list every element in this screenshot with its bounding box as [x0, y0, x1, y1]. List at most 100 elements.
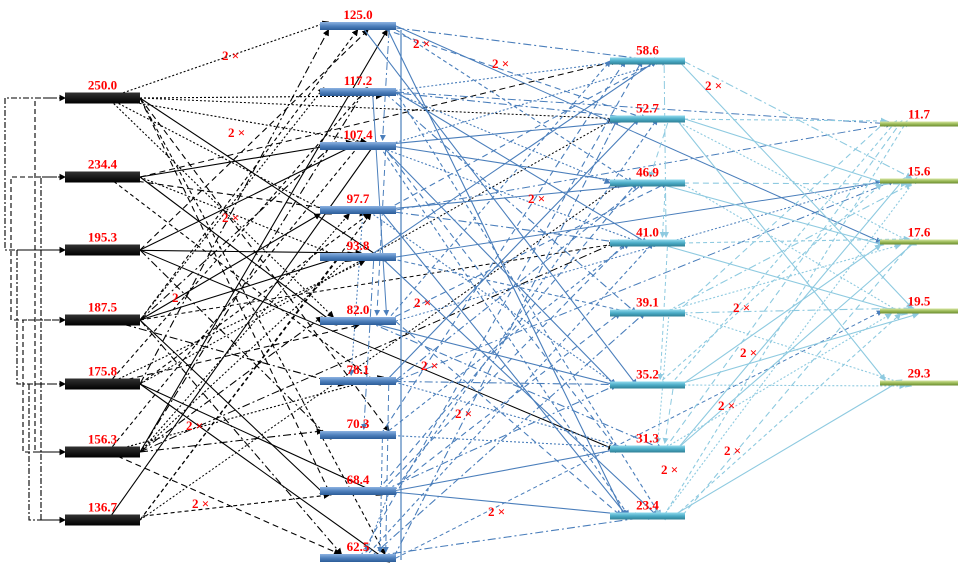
- flow-edge: [139, 97, 624, 122]
- flow-edge: [663, 64, 670, 238]
- flow-edge: [664, 120, 903, 450]
- node-bar: [610, 57, 685, 65]
- flow-edge: [107, 176, 381, 386]
- flow-edge: [107, 87, 369, 385]
- flow-edge: [379, 145, 630, 517]
- stage-3-node[interactable]: 58.6: [610, 43, 685, 65]
- flow-edge: [139, 319, 342, 555]
- flow-edge: [107, 260, 366, 385]
- flow-edge: [139, 29, 388, 453]
- node-bar: [320, 377, 396, 385]
- nodes-layer: 250.0 234.4 195.3 187.5 175.8 156.3 136.7 125.0…: [65, 7, 958, 562]
- flow-edge: [364, 242, 654, 559]
- flow-edge: [383, 91, 637, 314]
- multiplier-label: 2 ×: [222, 48, 239, 63]
- flow-edge: [359, 60, 643, 559]
- stage-3-node[interactable]: 23.4: [610, 498, 685, 520]
- flow-edge: [139, 428, 324, 453]
- node-value-label: 29.3: [908, 366, 931, 381]
- stage-2-node[interactable]: 70.3: [320, 416, 396, 439]
- flow-edge: [395, 121, 892, 211]
- flow-edge: [383, 242, 630, 436]
- multiplier-labels: 2 ×2 ×2 ×22 ×2 ×2 ×2 ×2 ×2 ×2 ×2 ×2 ×2 ×…: [172, 36, 757, 519]
- stage-3-node[interactable]: 41.0: [610, 225, 685, 247]
- flow-edge: [655, 242, 909, 316]
- node-bar: [65, 244, 140, 256]
- node-value-label: 39.1: [636, 295, 659, 310]
- stage-2-node[interactable]: 117.2: [320, 73, 396, 96]
- node-bar: [65, 92, 140, 104]
- stage-4-node[interactable]: 29.3: [880, 366, 958, 386]
- flow-edge: [107, 20, 330, 99]
- node-value-label: 52.7: [636, 101, 659, 116]
- flow-edge: [107, 323, 360, 385]
- flow-edge: [372, 95, 390, 316]
- flow-edge: [675, 118, 886, 381]
- stage-3-node[interactable]: 46.9: [610, 165, 685, 187]
- stage-1-node[interactable]: 234.4: [65, 157, 140, 183]
- node-bar: [610, 445, 685, 453]
- flow-edge: [366, 209, 618, 386]
- flow-edge: [390, 380, 631, 451]
- flow-edge: [676, 382, 906, 390]
- stage-4-node[interactable]: 11.7: [880, 107, 958, 127]
- flow-edge: [663, 183, 912, 314]
- stage-1-node[interactable]: 156.3: [65, 432, 140, 458]
- stage-3-node[interactable]: 39.1: [610, 295, 685, 317]
- flow-edge: [139, 182, 622, 521]
- node-value-label: 93.8: [347, 238, 370, 253]
- flow-edge: [139, 213, 371, 385]
- stage-1-node[interactable]: 250.0: [65, 78, 140, 104]
- stage-2-node[interactable]: 78.1: [320, 362, 396, 385]
- node-value-label: 107.4: [343, 127, 373, 142]
- node-bar: [610, 115, 685, 123]
- stage-1-node[interactable]: 187.5: [65, 300, 140, 326]
- node-bar: [65, 446, 140, 458]
- flow-edge: [139, 251, 355, 321]
- flow-edge: [385, 25, 626, 517]
- flow-edge: [139, 242, 616, 453]
- stage-3-node[interactable]: 52.7: [610, 101, 685, 123]
- node-value-label: 35.2: [636, 367, 659, 382]
- stage-3-node[interactable]: 31.3: [610, 431, 685, 453]
- stage-2-node[interactable]: 125.0: [320, 7, 396, 30]
- flow-edge: [139, 319, 327, 496]
- flow-edge: [380, 25, 661, 64]
- flow-edge: [139, 249, 615, 450]
- multiplier-label: 2 ×: [228, 125, 245, 140]
- flow-edge: [684, 118, 890, 186]
- stage-4-node[interactable]: 19.5: [880, 294, 958, 314]
- stage-2-node[interactable]: 107.4: [320, 127, 396, 150]
- flow-edge: [139, 118, 615, 385]
- node-value-label: 78.1: [347, 362, 370, 377]
- node-bar: [65, 314, 140, 326]
- node-value-label: 62.5: [347, 539, 370, 554]
- feedback-edge: [40, 173, 67, 521]
- node-value-label: 156.3: [88, 432, 118, 447]
- stage-1-node[interactable]: 195.3: [65, 230, 140, 256]
- multiplier-label: 2 ×: [661, 462, 678, 477]
- flow-edge: [139, 141, 337, 321]
- flow-edge: [374, 149, 387, 316]
- stage-1-node[interactable]: 175.8: [65, 364, 140, 390]
- flow-edge: [676, 177, 906, 450]
- node-bar: [880, 178, 958, 184]
- stage-2-node[interactable]: 82.0: [320, 302, 396, 325]
- flow-edge: [674, 313, 902, 517]
- stage-2-node[interactable]: 68.4: [320, 472, 396, 495]
- flow-edge: [139, 29, 359, 321]
- stage-4-node[interactable]: 17.6: [880, 225, 958, 245]
- flow-edge: [368, 116, 654, 147]
- flow-edge: [139, 249, 332, 440]
- stage-2-node[interactable]: 62.5: [320, 539, 396, 562]
- stage-3-node[interactable]: 35.2: [610, 367, 685, 389]
- flow-edge: [380, 256, 659, 517]
- node-value-label: 97.7: [347, 191, 370, 206]
- flow-edge: [662, 313, 892, 450]
- node-bar: [610, 381, 685, 389]
- stage-2-node[interactable]: 93.8: [320, 238, 396, 261]
- stage-1-node[interactable]: 136.7: [65, 500, 140, 526]
- node-bar: [880, 308, 958, 314]
- stage-2-node[interactable]: 97.7: [320, 191, 396, 214]
- stage-4-node[interactable]: 15.6: [880, 164, 958, 184]
